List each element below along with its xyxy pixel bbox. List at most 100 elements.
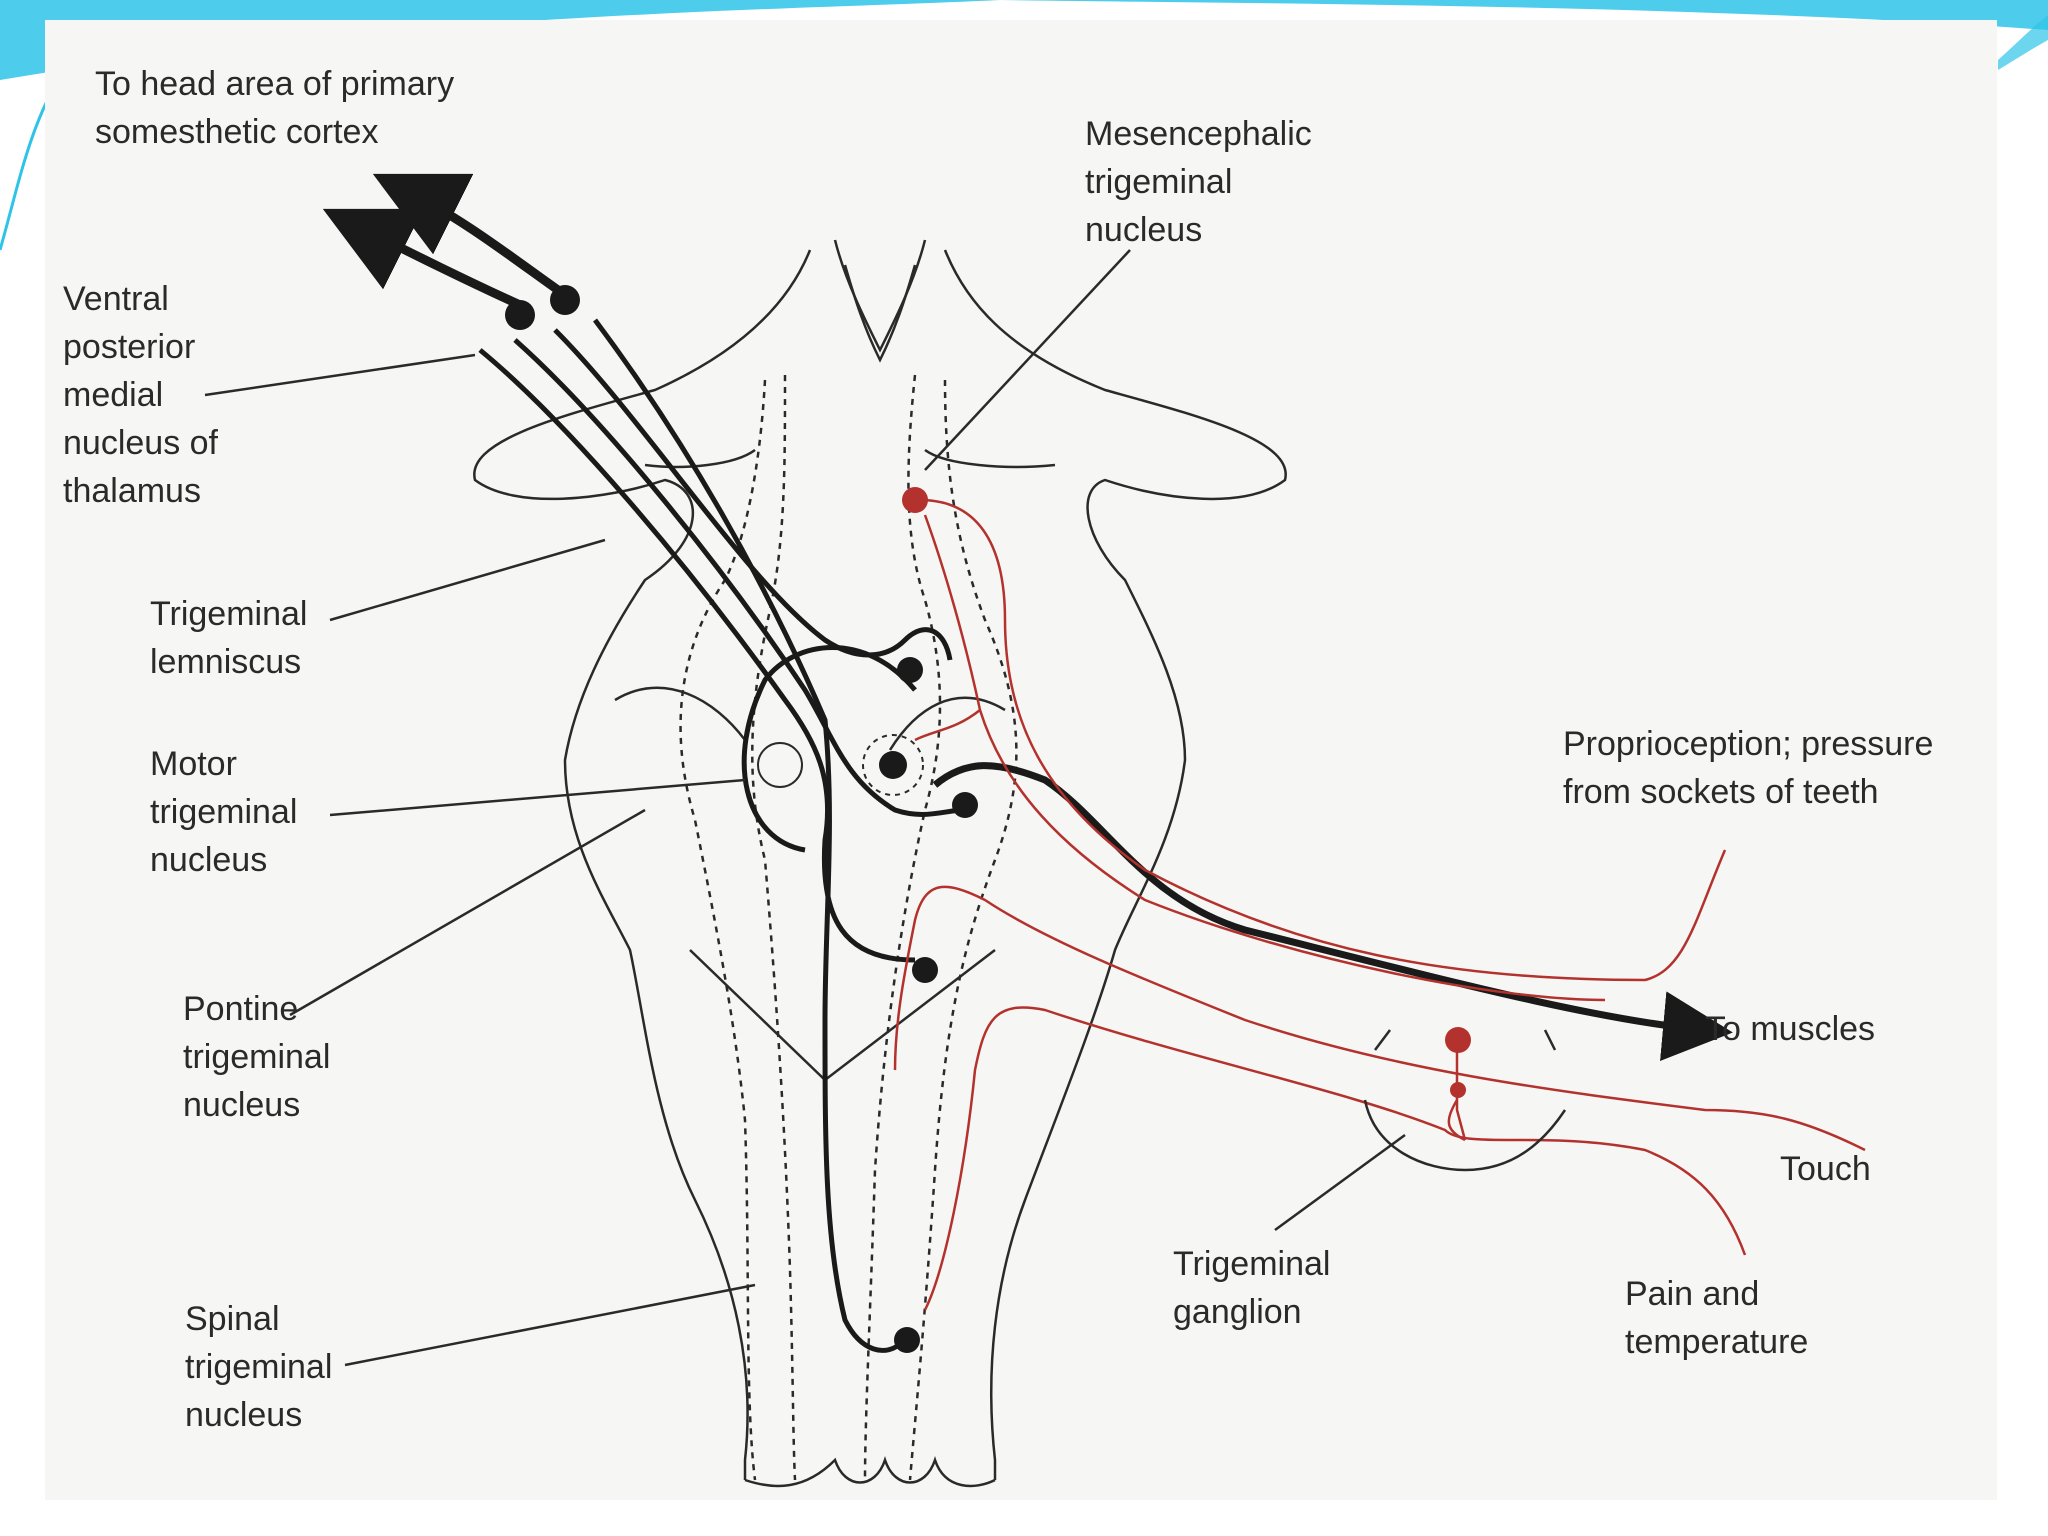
ganglion-outline (1363, 1029, 1567, 1172)
label-touch-line1: Touch (1780, 1150, 1871, 1188)
midbrain-notch (833, 239, 927, 353)
label-motor-line3: nucleus (150, 841, 268, 879)
leader-pontine (289, 808, 646, 1017)
label-spinal: Spinal trigeminal nucleus (185, 1295, 332, 1439)
leader-lines (204, 249, 1406, 1367)
ganglion-dash-left (1374, 1029, 1391, 1051)
label-motor-line2: trigeminal (150, 793, 298, 831)
pons-left (614, 686, 746, 741)
peduncle-left (644, 448, 756, 469)
label-pain-line2: temperature (1625, 1323, 1809, 1361)
label-muscles-line1: To muscles (1705, 1010, 1876, 1048)
label-ganglion-line2: ganglion (1173, 1293, 1302, 1331)
label-cortex-line2: somesthetic cortex (95, 113, 379, 151)
label-cortex: To head area of primary somesthetic cort… (95, 60, 454, 156)
lemniscus-fiber-spinal (592, 318, 907, 1353)
spinal-neuron (894, 1327, 920, 1353)
pontine-neuron-2 (952, 792, 978, 818)
ganglion-neuron-1 (1445, 1027, 1471, 1053)
label-lemniscus: Trigeminal lemniscus (150, 590, 307, 686)
mesencephalic-neuron (902, 487, 928, 513)
label-thalamus-line5: thalamus (63, 472, 201, 510)
label-thalamus-line1: Ventral (63, 280, 169, 318)
slide-accent-top-right (1000, 0, 2048, 30)
brainstem-outline (473, 239, 1287, 1488)
lemniscus-fiber-2 (513, 338, 966, 817)
motor-neuron (879, 751, 907, 779)
leader-lemniscus (329, 538, 606, 622)
thalamus-neuron-2 (550, 285, 580, 315)
fourth-ventricle (689, 949, 996, 1082)
lemniscus-fiber-1 (478, 348, 916, 963)
black-pathways (322, 173, 1733, 1353)
dashed-column-left-2 (751, 374, 797, 1481)
motor-loop (741, 645, 917, 853)
dashed-column-right-1 (863, 374, 942, 1481)
label-mesencephalic-line2: trigeminal (1085, 163, 1233, 201)
label-spinal-line1: Spinal (185, 1300, 280, 1338)
mesencephalic-fiber-2 (923, 514, 1606, 1002)
label-thalamus-line2: posterior (63, 328, 196, 366)
mesencephalic-fiber (919, 498, 1727, 982)
label-mesencephalic-line3: nucleus (1085, 211, 1203, 249)
ganglion-neuron-2 (1450, 1082, 1466, 1098)
label-thalamus-line4: nucleus of (63, 424, 218, 462)
label-lemniscus-line1: Trigeminal (150, 595, 308, 633)
thalamus-to-cortex-2 (372, 173, 568, 299)
pontine-red-branch (914, 709, 981, 742)
dashed-column-left-1 (679, 379, 767, 1481)
leader-ganglion (1274, 1133, 1406, 1232)
brainstem-left-contour (473, 249, 812, 1480)
lemniscus-fiber-3 (553, 328, 953, 661)
label-proprioception: Proprioception; pressure from sockets of… (1563, 720, 1933, 816)
thalamus-to-cortex-1 (322, 208, 522, 310)
label-spinal-line2: trigeminal (185, 1348, 333, 1386)
label-motor-line1: Motor (150, 745, 237, 783)
label-ganglion: Trigeminal ganglion (1173, 1240, 1330, 1336)
label-thalamus: Ventral posterior medial nucleus of thal… (63, 275, 218, 515)
ganglion-arc (1363, 1099, 1567, 1172)
slide-accent-right (1998, 15, 2048, 70)
brainstem-bottom (744, 1456, 996, 1488)
brainstem-right-contour (943, 249, 1287, 1480)
label-proprioception-line1: Proprioception; pressure (1563, 725, 1934, 763)
label-pontine-line1: Pontine (183, 990, 299, 1028)
label-lemniscus-line2: lemniscus (150, 643, 302, 681)
red-pathways (893, 498, 1866, 1311)
leader-thalamus (204, 353, 476, 397)
label-motor: Motor trigeminal nucleus (150, 740, 297, 884)
label-pontine: Pontine trigeminal nucleus (183, 985, 330, 1129)
pain-fiber (923, 1006, 1747, 1311)
label-pontine-line2: trigeminal (183, 1038, 331, 1076)
red-cells (902, 487, 1471, 1098)
trigeminal-pathway-diagram (204, 173, 1866, 1488)
label-mesencephalic-line1: Mesencephalic (1085, 115, 1312, 153)
midbrain-notch-inner (843, 264, 917, 363)
thalamus-neuron-1 (505, 300, 535, 330)
pons-right (888, 696, 1006, 751)
label-ganglion-line1: Trigeminal (1173, 1245, 1331, 1283)
leader-mesencephalic (924, 249, 1131, 471)
label-pain-line1: Pain and (1625, 1275, 1760, 1313)
leader-spinal (344, 1283, 756, 1367)
label-proprioception-line2: from sockets of teeth (1563, 773, 1879, 811)
label-mesencephalic: Mesencephalic trigeminal nucleus (1085, 110, 1312, 254)
peduncle-right (924, 448, 1056, 469)
ganglion-dash-right (1543, 1029, 1557, 1051)
touch-fiber (893, 885, 1866, 1152)
ganglion-branch (1455, 1050, 1467, 1141)
label-thalamus-line3: medial (63, 376, 164, 414)
ganglion-branch-2 (1447, 1099, 1466, 1142)
label-spinal-line3: nucleus (185, 1396, 303, 1434)
label-pain: Pain and temperature (1625, 1270, 1808, 1366)
medullary-neuron (912, 957, 938, 983)
leader-motor (329, 778, 746, 817)
pontine-nucleus-ring (862, 734, 924, 796)
diagram-panel: To head area of primary somesthetic cort… (45, 20, 1997, 1500)
label-pontine-line3: nucleus (183, 1086, 301, 1124)
label-muscles: To muscles (1705, 1005, 1875, 1053)
motor-nucleus-circle (757, 742, 803, 788)
label-touch: Touch (1780, 1145, 1871, 1193)
pontine-neuron-1 (897, 657, 923, 683)
black-nuclei (505, 285, 978, 1353)
